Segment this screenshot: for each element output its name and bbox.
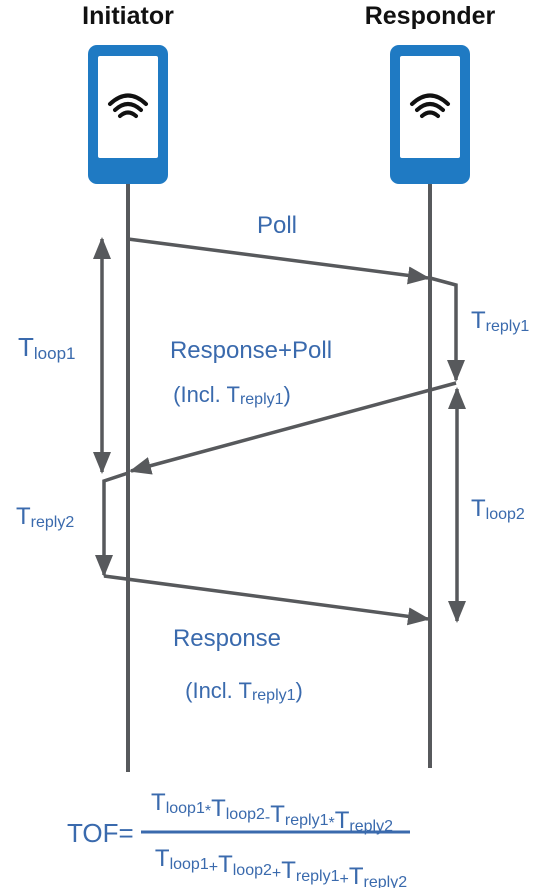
formula-term-subscript: loop1: [170, 856, 209, 873]
initiator-smartphone-icon: [88, 45, 168, 184]
formula-numerator: Tloop1*Tloop2-Treply1*Treply2: [151, 789, 393, 835]
formula-term-subscript: loop1: [166, 800, 205, 817]
formula-operator: *: [328, 815, 334, 832]
formula-operator: -: [265, 809, 270, 826]
treply1-bracket: [429, 276, 465, 382]
tloop2-label: Tloop2: [471, 495, 525, 523]
formula-term-subscript: loop2: [233, 862, 272, 879]
formula-term-symbol: T: [281, 857, 296, 884]
treply2-bracket: [95, 471, 129, 577]
formula-term-subscript: reply2: [364, 874, 408, 888]
formula-term-symbol: T: [335, 807, 350, 834]
formula-term-symbol: T: [349, 863, 364, 888]
formula-term-subscript: reply1: [296, 868, 340, 885]
formula-operator: +: [209, 859, 218, 876]
formula-operator: +: [340, 871, 349, 888]
poll-label: Poll: [257, 212, 297, 239]
poll-arrow: [127, 237, 430, 285]
responder-title: Responder: [365, 2, 496, 30]
tloop1-label: Tloop1: [18, 332, 76, 363]
response-poll-label: Response+Poll: [170, 337, 332, 364]
formula-operator: +: [272, 865, 281, 882]
formula-denominator: Tloop1+Tloop2+Treply1+Treply2: [155, 845, 407, 888]
wifi-icon: [108, 93, 148, 118]
responder-smartphone-icon: [390, 45, 470, 184]
formula-term-symbol: T: [218, 851, 233, 878]
response-label: Response: [173, 625, 281, 652]
formula-operator: *: [205, 803, 211, 820]
formula-lhs: TOF=: [67, 818, 134, 848]
response-incl-label: (Incl. Treply1): [185, 678, 303, 704]
response-poll-arrow: [129, 381, 457, 475]
response-arrow: [103, 574, 430, 626]
initiator-title: Initiator: [82, 2, 174, 30]
formula-term-symbol: T: [155, 845, 170, 872]
formula-term-subscript: loop2: [226, 806, 265, 823]
formula-term-symbol: T: [211, 795, 226, 822]
treply2-label: Treply2: [16, 503, 74, 531]
treply1-label: Treply1: [471, 307, 529, 335]
wifi-icon: [410, 93, 450, 118]
formula-term-symbol: T: [270, 801, 285, 828]
formula-term-symbol: T: [151, 789, 166, 816]
formula-term-subscript: reply1: [285, 812, 329, 829]
response-poll-incl-label: (Incl. Treply1): [173, 382, 291, 408]
